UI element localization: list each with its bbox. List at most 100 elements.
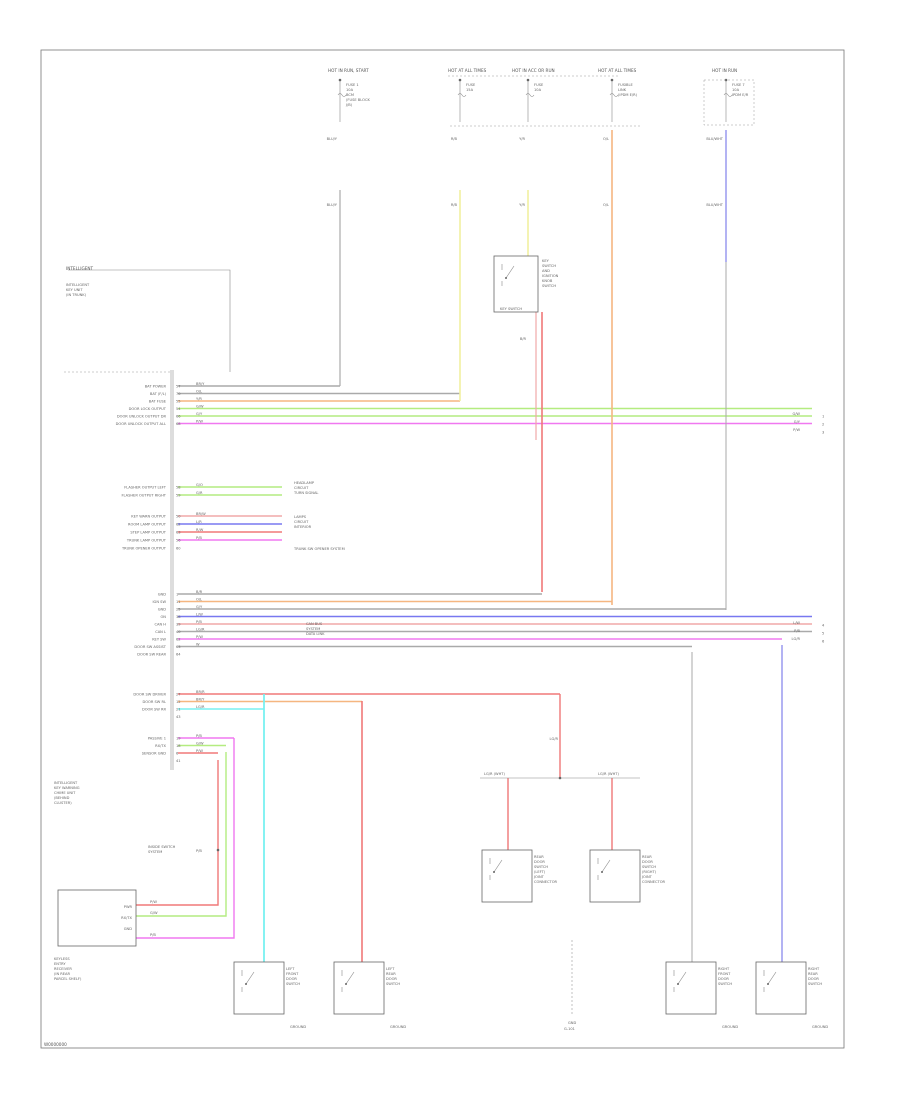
- bcm-g5-pin-number: 27: [176, 693, 181, 697]
- top-component-desc: 10A: [534, 88, 542, 92]
- door-switch-rr-pivot: [767, 983, 769, 985]
- door-switch-label: LEFT: [386, 967, 395, 971]
- door-switch-ground-label: GROUND: [390, 1025, 406, 1029]
- right-edge-wire-label: G/W: [792, 412, 800, 416]
- bcm-g5-pin-number: 21: [176, 708, 181, 712]
- receiver-wire-label: P/B: [150, 933, 156, 937]
- door-switch-fl: [233, 961, 285, 1015]
- bcm-g2-pin-wire: G/R: [196, 491, 203, 495]
- door-switch-rr: [755, 961, 807, 1015]
- fuse-node: [458, 78, 462, 82]
- components-layer: [57, 75, 807, 1015]
- door-switch-ground-label: GROUND: [722, 1025, 738, 1029]
- bcm-connector-strip: [170, 370, 174, 770]
- bcm-g4-pin-wire: W: [196, 643, 200, 647]
- bcm-g4-pin-wire: G/Y: [196, 605, 203, 609]
- bcm-g4-pin-number: 63: [176, 645, 181, 649]
- bcm-g6-pin-name: PASSIVE 1: [148, 737, 166, 741]
- bcm-g2-pin-wire: G/O: [196, 483, 203, 487]
- top-component-desc: IPDM E/R: [732, 93, 749, 97]
- fuse-symbol: [609, 93, 619, 97]
- door-switch-label: RIGHT: [808, 967, 820, 971]
- top-component-desc: (FUSE BLOCK: [346, 98, 370, 102]
- door-switch-rl-contact: [345, 971, 355, 985]
- right-edge-marker: 2: [822, 423, 824, 427]
- bcm-g1-pin-number: 66: [176, 415, 181, 419]
- bcm-g4-pin-wire: O/L: [196, 598, 202, 602]
- wire-code-label: BLU/WHT: [706, 203, 723, 207]
- bcm-g5-pin-wire: BR/Y: [196, 698, 205, 702]
- splice-left-label: LG/R (WHT): [484, 772, 505, 776]
- bcm-g4-pin-name: GND: [158, 608, 166, 612]
- fuse-node: [610, 78, 614, 82]
- receiver-wire-label: P/W: [150, 900, 157, 904]
- bcm-g4-pin-name: ON: [160, 615, 166, 619]
- bcm-g4-pin-name: IGN SW: [152, 600, 166, 604]
- bcm-g4-pin-number: 39: [176, 623, 181, 627]
- bottom-ground-sub: G-101: [564, 1027, 575, 1031]
- door-switch-rl: [333, 961, 385, 1015]
- door-switch-label: (RIGHT): [642, 870, 657, 874]
- receiver-pwr-wire: [136, 760, 219, 906]
- interior-connector-label: CIRCUIT: [294, 520, 309, 524]
- bcm-g1-pin-name: DOOR LOCK OUTPUT: [129, 407, 167, 411]
- top-component-label: HOT IN ACC OR RUN: [512, 68, 555, 73]
- keyless-receiver-pin: GND: [124, 927, 132, 931]
- bcm-g1-pin-wire: G/W: [196, 405, 204, 409]
- bcm-g1-pin-number: 70: [176, 392, 181, 396]
- top-component-desc: 10A: [346, 88, 354, 92]
- keyless-receiver-title: PARCEL SHELF): [54, 977, 82, 981]
- warn-switch-label: INSIDE SWITCH: [148, 845, 176, 849]
- door-switch-label: SWITCH: [718, 982, 732, 986]
- door-switch-label: (LEFT): [534, 870, 546, 874]
- bcm-g2-pin-number: 58: [176, 486, 181, 490]
- bcm-g6-pin-wire: P/B: [196, 734, 202, 738]
- bcm-g1-pin-name: DOOR UNLOCK OUTPUT DR: [117, 415, 167, 419]
- door-switch-label: FRONT: [286, 972, 299, 976]
- receiver-wire-label: G/W: [150, 911, 158, 915]
- bcm-g3-pin-name: STEP LAMP OUTPUT: [130, 531, 166, 535]
- bcm-g2-pin-name: FLASHER OUTPUT RIGHT: [121, 494, 166, 498]
- data-link-connector-label: SYSTEM: [306, 627, 320, 631]
- door-switch-label: DOOR: [808, 977, 819, 981]
- bcm-g3-pin-name: TRUNK LAMP OUTPUT: [126, 539, 167, 543]
- receiver-gnd-wire: [136, 738, 235, 939]
- bcm-g5-pin-name: DOOR SW RR: [142, 708, 167, 712]
- door-switch-label: SWITCH: [534, 865, 548, 869]
- bcm-g4-pin-number: 25: [176, 608, 181, 612]
- fuse-node: [526, 78, 530, 82]
- door-switch-rf-contact: [677, 971, 687, 985]
- wire-code-label: R/B: [451, 137, 458, 141]
- bcm-top-link: [68, 269, 231, 372]
- bcm-top-note: INTELLIGENT: [66, 283, 90, 287]
- door-switch-label: REAR: [386, 972, 396, 976]
- bcm-g1-pin-name: BAT (F/L): [150, 392, 167, 396]
- right-edge-wire-label: LG/R: [792, 637, 801, 641]
- bcm-g6-pin-number: 18: [176, 744, 181, 748]
- right-edge-wire-label: P/W: [793, 428, 800, 432]
- fuse-symbol: [337, 93, 347, 97]
- bcm-g5-pin-wire: BR/R: [196, 690, 205, 694]
- top-component-desc: LINK: [618, 88, 627, 92]
- bcm-g3-pin-number: 50: [176, 515, 181, 519]
- top-component-desc: FUSE 7: [732, 83, 745, 87]
- warn-switch-wire: P/B: [196, 849, 202, 853]
- bcm-g6-pin-wire: G/W: [196, 742, 204, 746]
- bcm-g6-pin-name: SENSOR GND: [142, 752, 166, 756]
- door-switch-label: CONNECTOR: [642, 880, 666, 884]
- door-switch-rr-contact: [767, 971, 777, 985]
- top-component-label: HOT AT ALL TIMES: [448, 68, 487, 73]
- ignition-switch-desc: SWITCH: [542, 284, 556, 288]
- ignition-switch-desc: SWITCH: [542, 264, 556, 268]
- data-link-connector-label: DATA LINK: [306, 632, 325, 636]
- turn-signal-connector-label: HEADLAMP: [294, 481, 315, 485]
- door-switch-label: JOINT: [533, 875, 545, 879]
- door-switch-ground-label: GROUND: [290, 1025, 306, 1029]
- keyless-receiver-box: [57, 889, 137, 947]
- bcm-g4-pin-number: 62: [176, 638, 181, 642]
- bcm-g3-pin-name: KEY WARN OUTPUT: [131, 515, 167, 519]
- keyless-receiver-title: ENTRY: [54, 962, 66, 966]
- receiver-rxtx-wire: [136, 752, 227, 917]
- footer-code: W0000000: [44, 1042, 67, 1047]
- left-chime-note: INTELLIGENT: [54, 781, 78, 785]
